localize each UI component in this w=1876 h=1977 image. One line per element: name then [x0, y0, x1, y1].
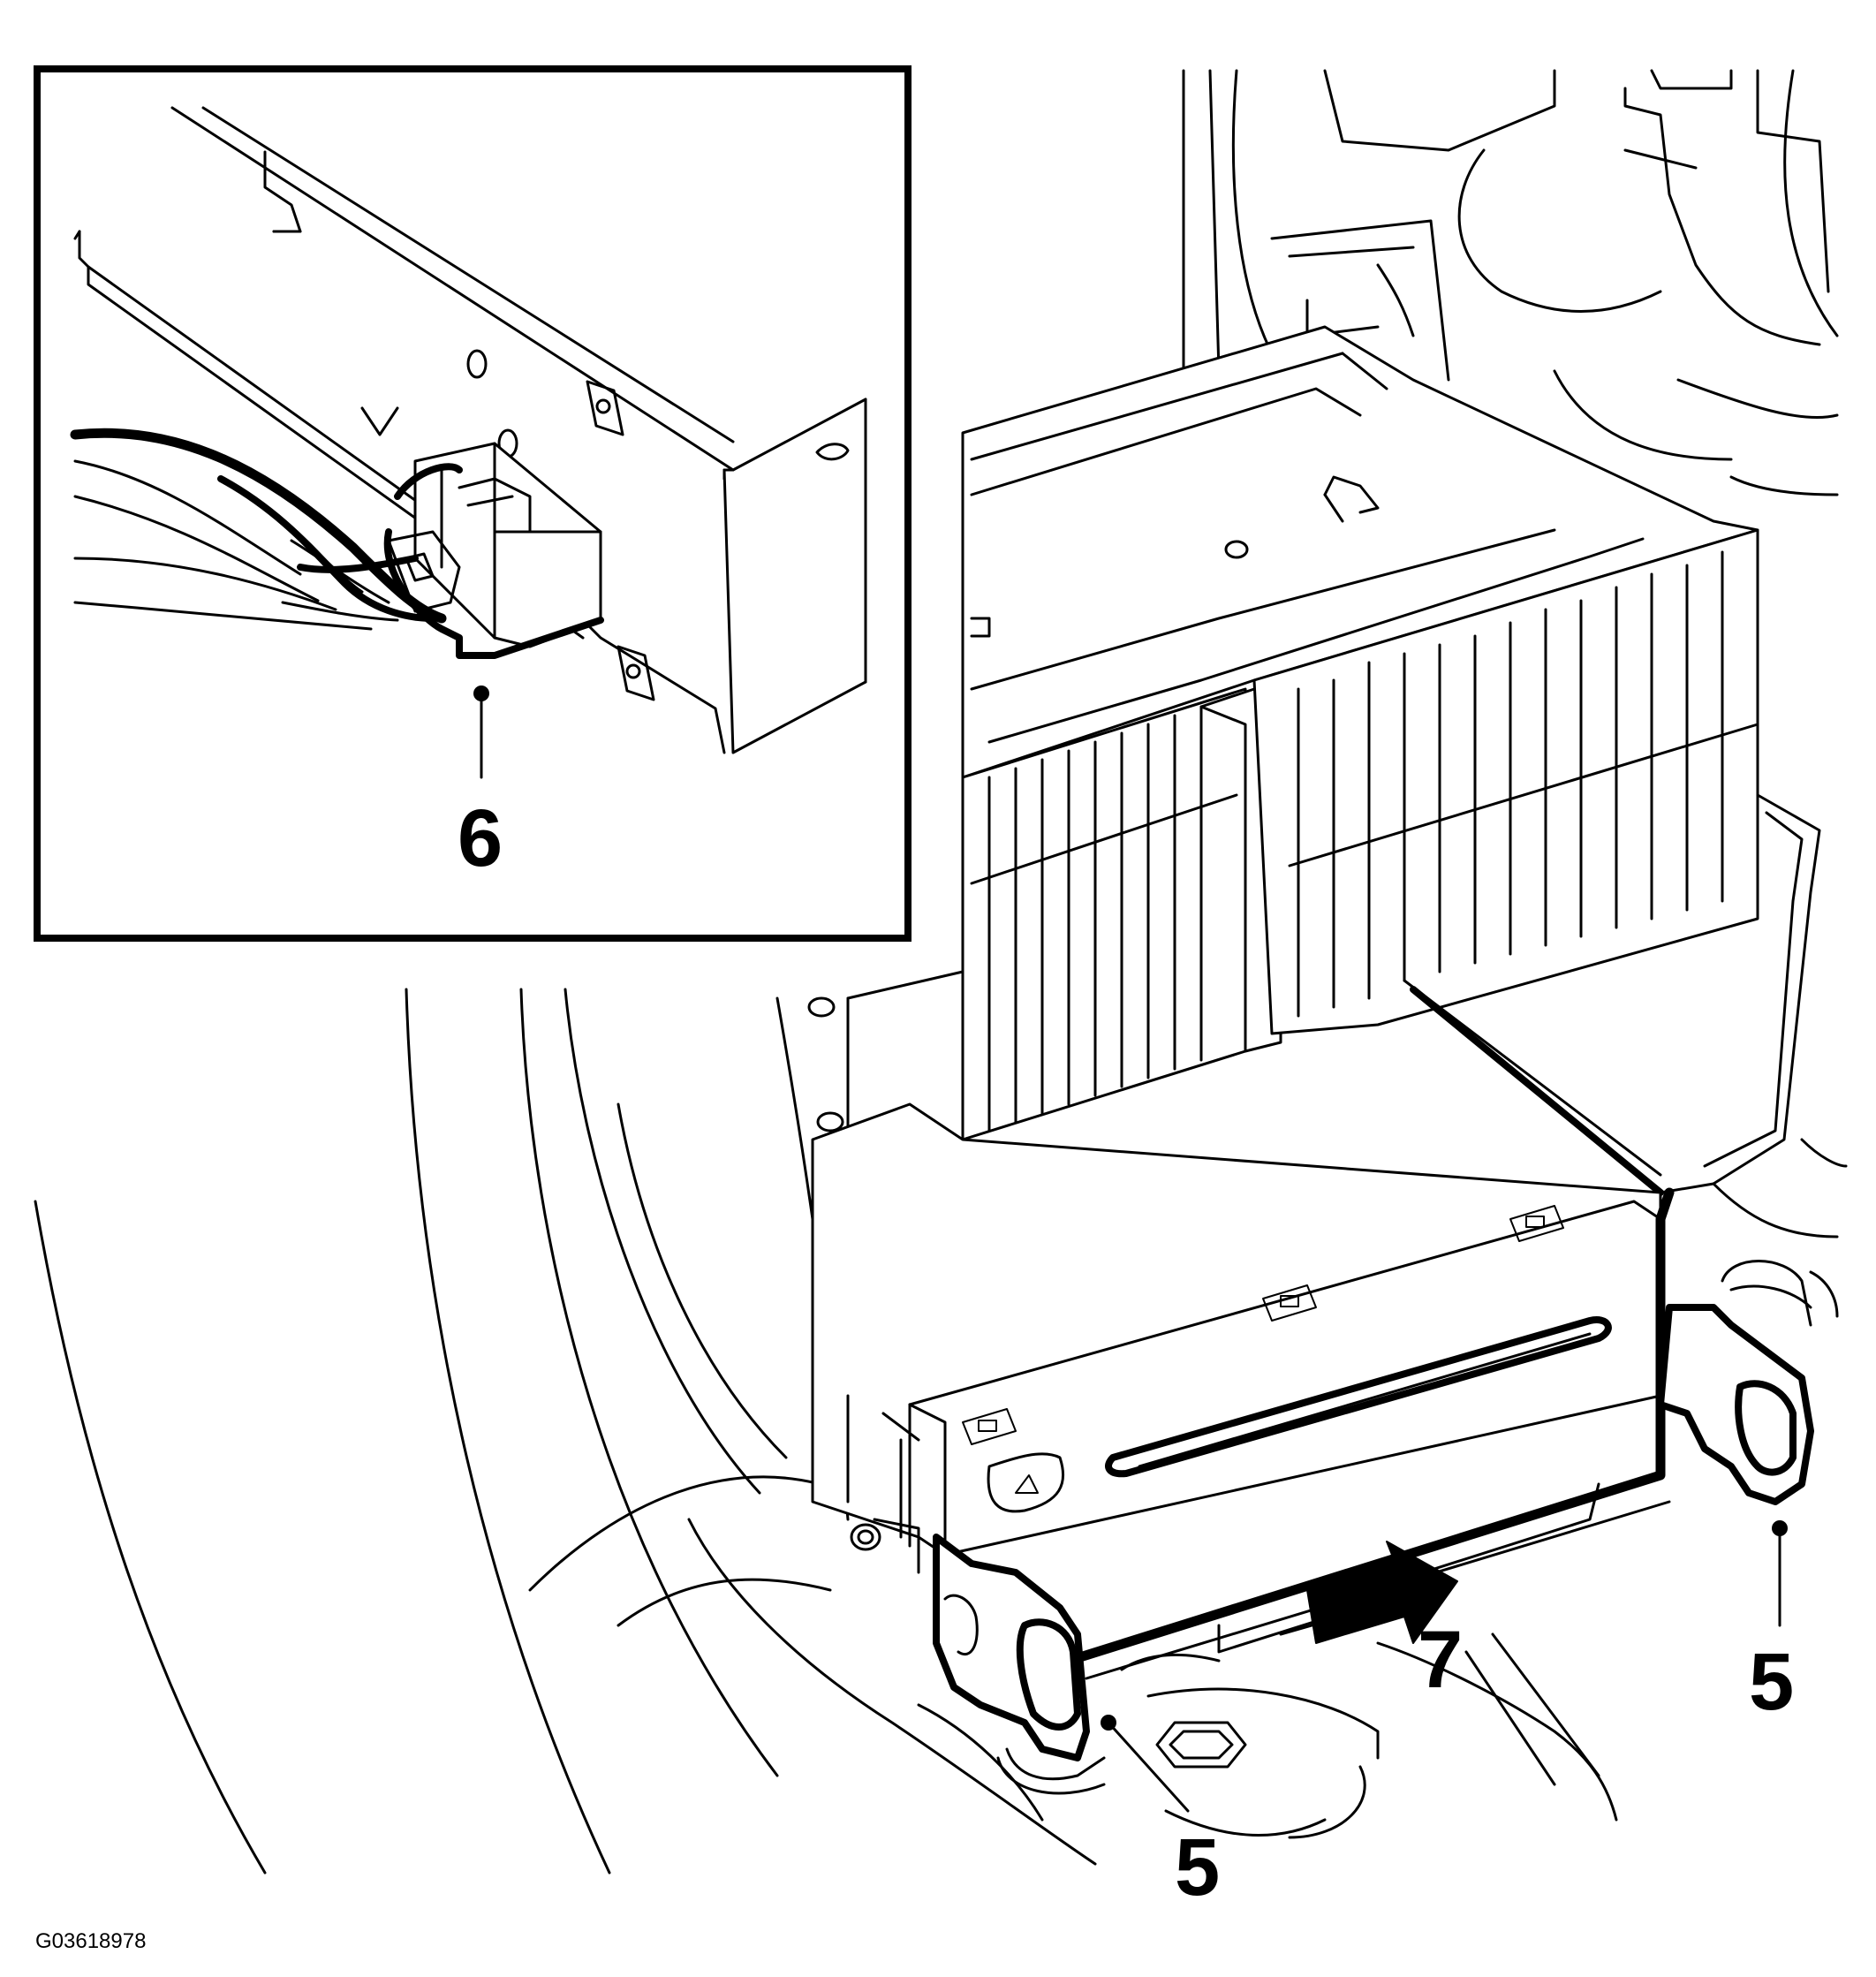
- callout-bolt-right: 5: [1749, 1637, 1794, 1727]
- callout-bolt-left: 5: [1175, 1822, 1220, 1913]
- callout-connector: 6: [458, 793, 503, 883]
- amplifier-fins: [807, 528, 1759, 1141]
- inset-detail: 6: [34, 65, 912, 942]
- dash-structure: [1182, 69, 1839, 496]
- wiring-connector: [70, 428, 604, 659]
- radio-receiver: [811, 1102, 1662, 1557]
- right-flange: [1657, 1260, 1839, 1505]
- left-flange: [850, 1518, 1106, 1795]
- direction-arrow: [1279, 1541, 1458, 1644]
- floor-bolt: [1120, 1632, 1618, 1839]
- callout-direction: 7: [1418, 1615, 1463, 1705]
- main-view: 5 5 7: [34, 69, 1848, 1913]
- mounting-bracket: [1403, 793, 1848, 1238]
- callout-leaders: [1101, 1520, 1788, 1813]
- figure-id: G03618978: [35, 1929, 146, 1953]
